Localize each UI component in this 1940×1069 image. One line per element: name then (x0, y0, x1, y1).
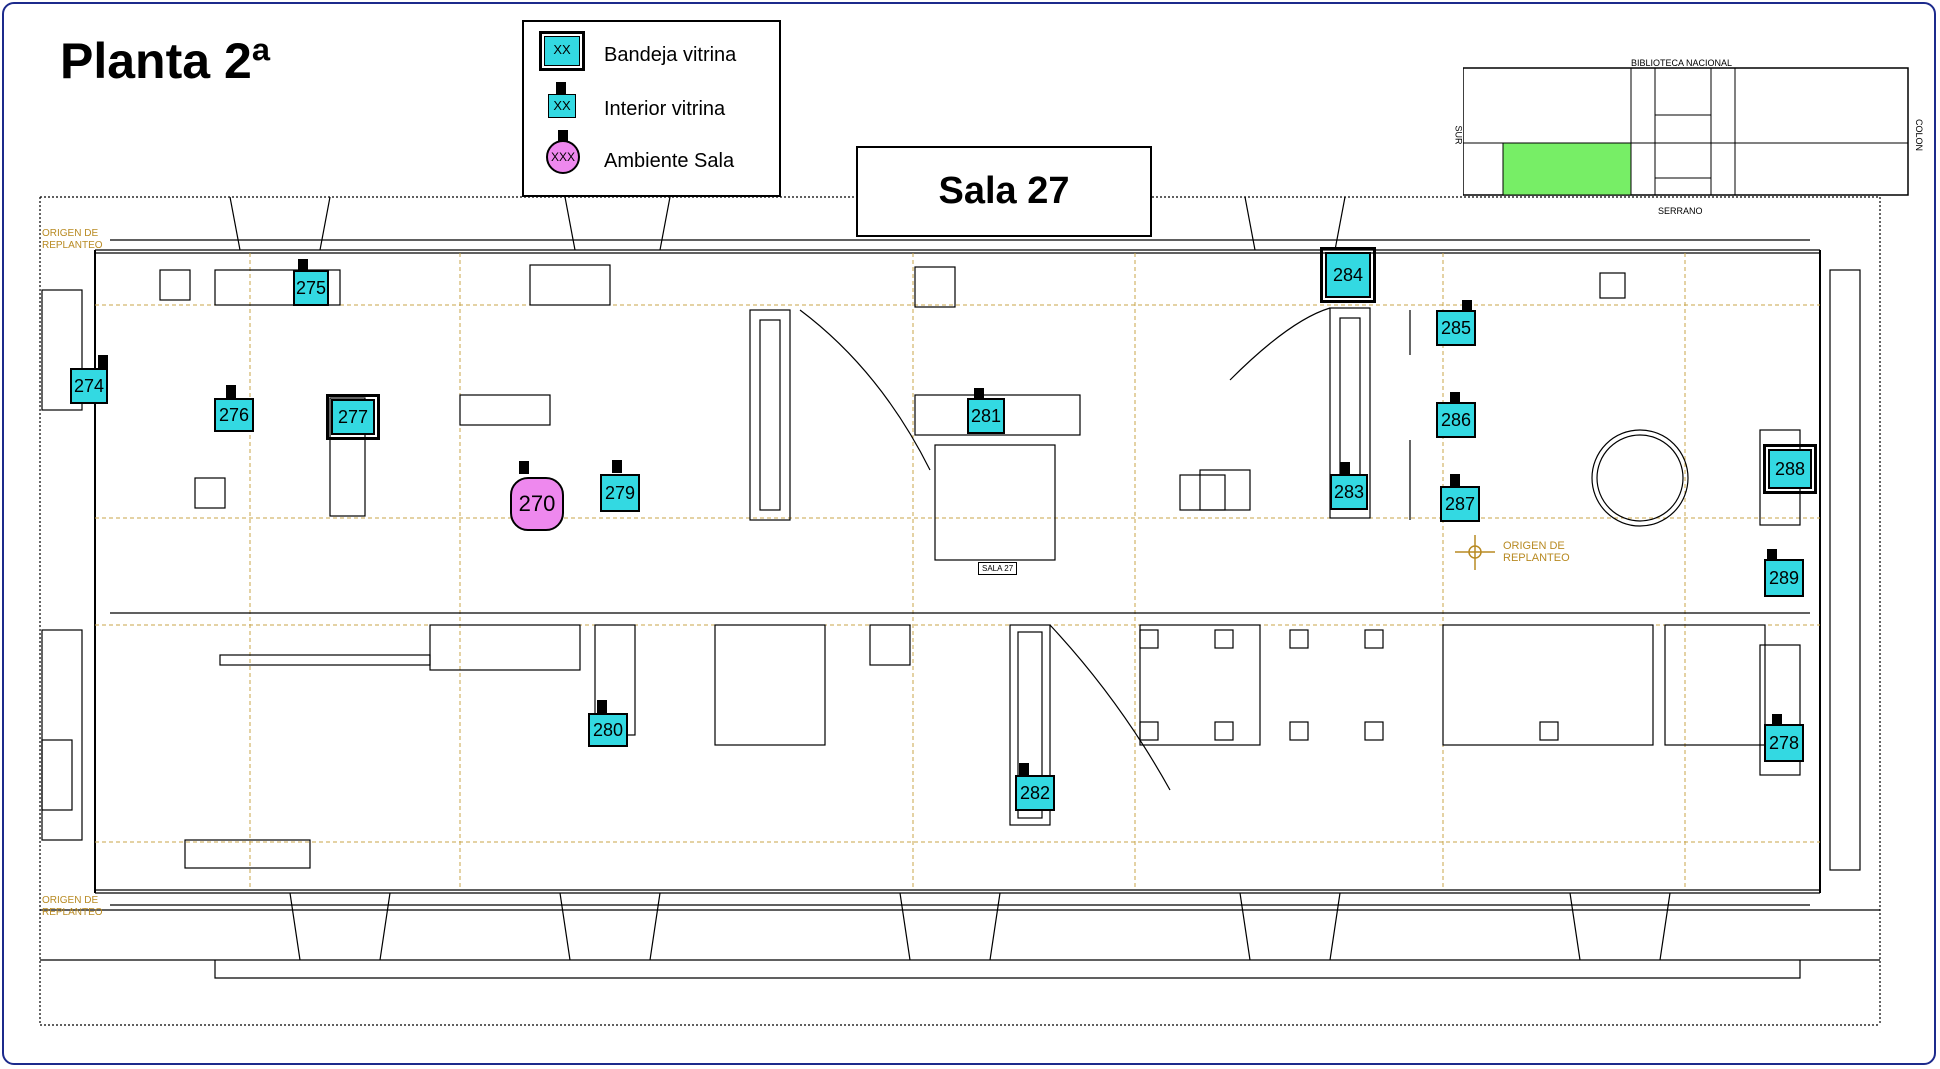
ambient-270-knob (519, 461, 529, 474)
legend-row-ambiente: XXX Ambiente Sala (524, 130, 779, 180)
case-282-knob (1019, 763, 1029, 776)
legend-interior-knob (556, 82, 566, 95)
case-288: 288 (1763, 444, 1817, 494)
case-278-knob (1772, 714, 1782, 727)
origin-label-top: ORIGEN DE REPLANTEO (42, 228, 103, 251)
ambient-270: 270 (510, 477, 564, 531)
case-274: 274 (70, 368, 108, 404)
case-276: 276 (214, 398, 254, 432)
minimap-label-bottom: SERRANO (1658, 206, 1703, 216)
minimap-label-right: COLON (1914, 118, 1925, 152)
case-279: 279 (600, 474, 640, 512)
case-287: 287 (1440, 486, 1480, 522)
legend-row-bandeja: XX Bandeja vitrina (524, 31, 779, 74)
location-minimap: BIBLIOTECA NACIONAL SERRANO SUR COLON (1454, 58, 1925, 240)
origin-label-right: ORIGEN DE REPLANTEO (1503, 540, 1570, 564)
case-275: 275 (293, 270, 329, 306)
case-281: 281 (967, 398, 1005, 434)
case-286: 286 (1436, 402, 1476, 438)
floor-title: Planta 2ª (60, 33, 271, 89)
minimap-drawing (1462, 67, 1909, 196)
case-279-knob (612, 460, 622, 473)
case-275-knob (298, 259, 308, 272)
legend-interior-label: Interior vitrina (604, 98, 726, 120)
legend-ambiente-knob (558, 130, 568, 143)
case-283: 283 (1330, 474, 1368, 510)
case-283-knob (1340, 462, 1350, 475)
case-287-knob (1450, 474, 1460, 487)
legend-ambiente-swatch: XXX (546, 140, 580, 174)
room-title: Sala 27 (856, 146, 1152, 237)
case-276-knob (226, 385, 236, 398)
legend-ambiente-label: Ambiente Sala (604, 150, 735, 172)
minimap-label-left: SUR (1453, 125, 1464, 145)
minimap-label-top: BIBLIOTECA NACIONAL (1631, 58, 1733, 68)
case-278: 278 (1764, 724, 1804, 762)
case-289-knob (1767, 549, 1777, 562)
legend-bandeja-label: Bandeja vitrina (604, 44, 737, 66)
case-274-knob (98, 355, 108, 368)
legend-interior-swatch: XX (548, 94, 576, 118)
case-282: 282 (1015, 775, 1055, 811)
case-285: 285 (1436, 310, 1476, 346)
case-280: 280 (588, 713, 628, 747)
legend: XX Bandeja vitrina XX Interior vitrina X… (522, 20, 781, 197)
case-281-knob (974, 388, 984, 401)
legend-bandeja-swatch: XX (539, 31, 585, 71)
case-284: 284 (1320, 247, 1376, 303)
case-280-knob (597, 700, 607, 713)
case-289: 289 (1764, 559, 1804, 597)
case-285-knob (1462, 300, 1472, 313)
legend-row-interior: XX Interior vitrina (524, 82, 779, 128)
case-277: 277 (326, 394, 380, 440)
origin-label-bottom: ORIGEN DE REPLANTEO (42, 895, 103, 918)
inner-room-label: SALA 27 (978, 562, 1018, 575)
case-286-knob (1450, 392, 1460, 405)
